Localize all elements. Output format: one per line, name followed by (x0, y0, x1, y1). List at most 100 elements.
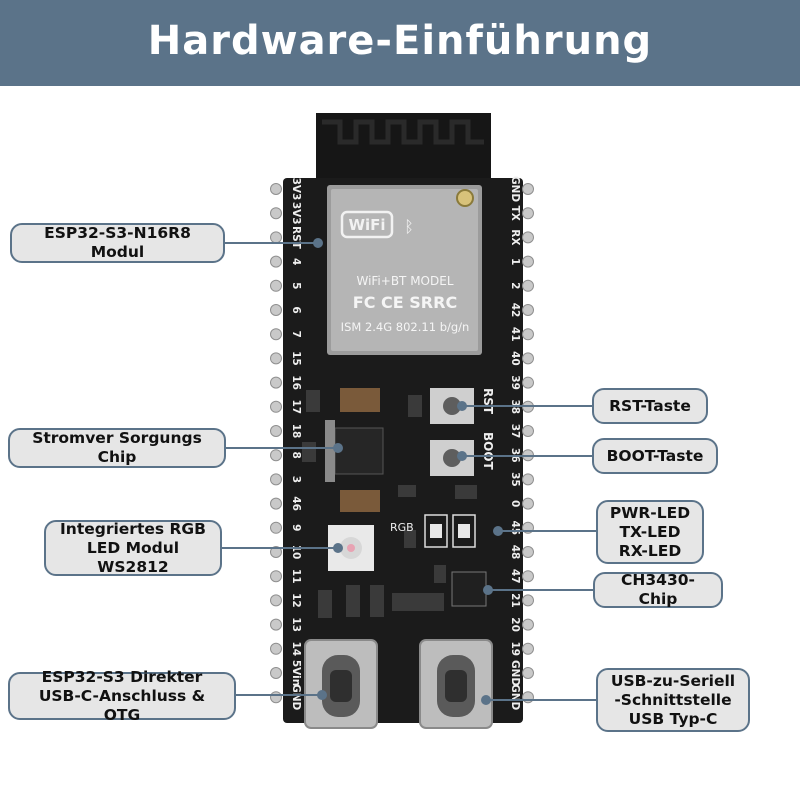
left-pin-label: RST (290, 226, 302, 250)
module-model-text: WiFi+BT MODEL (356, 274, 453, 288)
left-pin (270, 642, 282, 655)
label-boot-button: BOOT-Taste (592, 438, 718, 474)
right-pin (522, 279, 534, 292)
left-pin (270, 255, 282, 268)
leader-lines (222, 238, 596, 705)
right-pin (522, 376, 534, 389)
left-pin-label: 4 (290, 258, 302, 265)
right-pin (522, 618, 534, 631)
label-ch343-chip: CH3430-Chip (593, 571, 723, 608)
left-pin-label: 14 (290, 641, 302, 656)
left-pin-label: 46 (290, 496, 302, 511)
left-pin (270, 618, 282, 631)
right-pin (522, 546, 534, 558)
esp32-module: WiFi ᛒ WiFi+BT MODEL FC CE SRRC ISM 2.4G… (327, 185, 482, 355)
left-pin (270, 449, 282, 462)
wifi-badge: WiFi (348, 216, 385, 234)
label-status-leds: PWR-LED TX-LED RX-LED (596, 500, 704, 564)
left-pin (270, 207, 282, 220)
right-pin (522, 691, 534, 704)
ufl-connector (456, 189, 474, 207)
right-pin-label: 35 (509, 472, 521, 487)
right-pin-label: 20 (509, 617, 521, 632)
right-pin (522, 207, 534, 220)
right-pin-label: 45 (509, 520, 521, 535)
left-pin (270, 183, 282, 195)
right-pin (522, 328, 534, 341)
right-pin-label: 37 (509, 424, 521, 439)
left-pin-label: 6 (290, 306, 302, 313)
label-power-chip: Stromver Sorgungs Chip (8, 428, 226, 468)
right-pin-label: 42 (509, 303, 521, 318)
right-pin (522, 497, 534, 510)
pin-header-right: GNDTXRX1242414039383736350454847212019GN… (509, 176, 534, 711)
label-rgb-led: Integriertes RGB LED Modul WS2812 (44, 520, 222, 576)
rst-silkscreen: RST (481, 388, 495, 415)
right-pin-label: 2 (509, 282, 521, 289)
right-pin (522, 231, 534, 244)
power-regulator-chip (325, 420, 384, 482)
left-pin (270, 473, 282, 486)
right-pin-label: 1 (509, 258, 521, 265)
left-pin-label: 18 (290, 424, 302, 439)
left-pin-label: 11 (290, 569, 302, 584)
left-pin (270, 400, 282, 413)
label-rst-button: RST-Taste (592, 388, 708, 424)
left-pin (270, 231, 282, 244)
left-pin-label: 7 (290, 331, 302, 338)
left-pin-label: 3V3 (290, 178, 302, 201)
left-pin-label: 15 (290, 351, 302, 366)
right-pin-label: 40 (509, 351, 521, 366)
right-pin-label: 39 (509, 375, 521, 390)
left-pin-label: 5Vin (290, 660, 302, 686)
right-pin (522, 255, 534, 268)
right-pin-label: 21 (509, 593, 521, 608)
right-pin-label: TX (509, 206, 521, 221)
right-pin-label: GND (509, 684, 521, 710)
left-pin (270, 497, 282, 510)
usb-c-serial-connector (419, 639, 493, 729)
right-pin-label: 19 (509, 641, 521, 656)
right-pin-label: 48 (509, 545, 521, 560)
right-pin-label: GND (509, 176, 521, 202)
right-pin-label: GND (509, 660, 521, 686)
rst-button (430, 388, 474, 424)
right-pin (522, 183, 534, 195)
right-pin (522, 352, 534, 365)
left-pin (270, 521, 282, 534)
module-cert-text: FC CE SRRC (353, 293, 457, 312)
label-usb-serial: USB-zu-Seriell -Schnittstelle USB Typ-C (596, 668, 750, 732)
left-pin-label: 16 (290, 375, 302, 390)
bluetooth-icon: ᛒ (404, 217, 414, 236)
right-pin (522, 570, 534, 583)
left-pin-label: 9 (290, 524, 302, 531)
right-pin-label: 47 (509, 569, 521, 584)
left-pin-label: 10 (290, 545, 302, 560)
left-pin (270, 376, 282, 389)
right-pin (522, 425, 534, 437)
boot-silkscreen: BOOT (481, 432, 495, 471)
rgb-silkscreen: RGB (390, 521, 414, 534)
left-pin (270, 425, 282, 437)
right-pin-label: RX (509, 229, 521, 245)
left-pin (270, 304, 282, 316)
board-diagram: 3V33V3RST4567151617188346910111213145Vin… (222, 113, 596, 729)
left-pin-label: 5 (290, 282, 302, 289)
left-pin (270, 352, 282, 365)
left-pin (270, 570, 282, 583)
ch343-chip (451, 571, 487, 607)
right-pin (522, 667, 534, 679)
boot-button (430, 440, 474, 476)
header-banner: Hardware-Einführung (0, 0, 800, 86)
left-pin-label: 17 (290, 399, 302, 414)
label-usb-otg: ESP32-S3 Direkter USB-C-Anschluss & OTG (8, 668, 236, 724)
antenna-trace (322, 119, 484, 145)
left-pin-label: 12 (290, 593, 302, 608)
right-pin-label: 0 (509, 500, 521, 507)
left-pin-label: 3V3 (290, 202, 302, 225)
left-pin-label: 3 (290, 476, 302, 483)
left-pin-label: 8 (290, 452, 302, 459)
label-esp32-module: ESP32-S3-N16R8 Modul (10, 223, 225, 263)
page-title: Hardware-Einführung (147, 18, 653, 64)
right-pin (522, 642, 534, 655)
